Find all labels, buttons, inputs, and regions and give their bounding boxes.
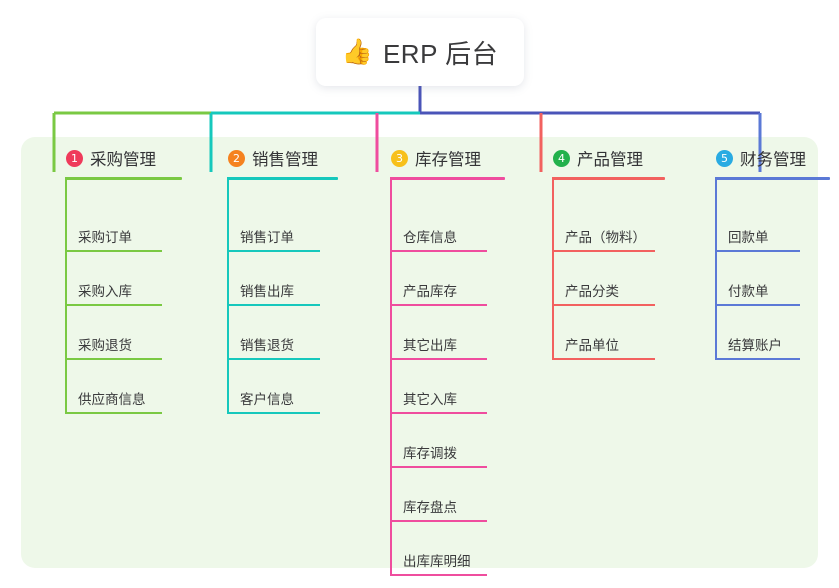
leaf-item[interactable]: 客户信息 [228,380,324,414]
leaf-label: 付款单 [728,284,769,299]
leaf-underline [716,250,800,252]
branch-underline [391,177,505,180]
leaf-underline [391,574,487,576]
branch-number-badge: 5 [716,149,733,167]
leaf-label: 客户信息 [240,392,294,407]
leaf-item[interactable]: 产品单位 [553,326,659,360]
leaf-item[interactable]: 采购退货 [66,326,166,360]
leaf-label: 库存盘点 [403,500,457,515]
branch-title: 产品管理 [577,151,643,169]
leaf-underline [391,304,487,306]
branch-header-4[interactable]: 4 产品管理 [532,145,692,171]
root-node[interactable]: 👍 ERP 后台 [316,18,524,86]
branch-underline [716,177,830,180]
branch-column-5: 5 财务管理 [695,145,839,180]
leaf-label: 产品库存 [403,284,457,299]
leaf-label: 采购订单 [78,230,132,245]
branch-header-3[interactable]: 3 库存管理 [370,145,530,171]
leaf-underline [391,412,487,414]
leaf-underline [66,358,162,360]
branch-underline [553,177,665,180]
leaf-underline [553,358,655,360]
leaf-item[interactable]: 产品分类 [553,272,659,306]
branch-column-1: 1 采购管理 [45,145,205,180]
leaf-label: 结算账户 [728,338,782,353]
leaf-label: 仓库信息 [403,230,457,245]
branch-title: 库存管理 [415,151,481,169]
leaf-label: 库存调拨 [403,446,457,461]
branch-column-2: 2 销售管理 [207,145,367,180]
branch-number-badge: 2 [228,149,245,167]
leaf-underline [66,304,162,306]
leaf-item[interactable]: 其它入库 [391,380,491,414]
branch-underline [228,177,338,180]
leaf-label: 采购退货 [78,338,132,353]
leaf-label: 采购入库 [78,284,132,299]
leaf-label: 产品（物料） [565,230,646,245]
leaf-item[interactable]: 采购订单 [66,218,166,252]
leaf-underline [391,520,487,522]
leaf-item[interactable]: 出库库明细 [391,542,491,576]
leaf-item[interactable]: 销售订单 [228,218,324,252]
branch-column-3: 3 库存管理 [370,145,530,180]
branch-header-2[interactable]: 2 销售管理 [207,145,367,171]
leaf-item[interactable]: 结算账户 [716,326,804,360]
branch-header-5[interactable]: 5 财务管理 [695,145,839,171]
branch-title: 采购管理 [90,151,156,169]
leaf-label: 销售出库 [240,284,294,299]
leaf-label: 供应商信息 [78,392,146,407]
branch-title: 财务管理 [740,151,806,169]
root-title: ERP 后台 [382,38,499,69]
leaf-label: 出库库明细 [403,554,471,569]
leaf-label: 其它入库 [403,392,457,407]
leaf-item[interactable]: 采购入库 [66,272,166,306]
branch-underline [66,177,182,180]
branch-title: 销售管理 [252,151,318,169]
leaf-underline [228,358,320,360]
leaf-underline [391,250,487,252]
leaf-underline [716,358,800,360]
leaf-item[interactable]: 销售退货 [228,326,324,360]
branches-panel [21,137,818,568]
leaf-underline [228,250,320,252]
branch-number-badge: 3 [391,149,408,167]
leaf-item[interactable]: 供应商信息 [66,380,166,414]
leaf-label: 销售退货 [240,338,294,353]
branch-number-badge: 1 [66,149,83,167]
leaf-item[interactable]: 库存调拨 [391,434,491,468]
leaf-item[interactable]: 库存盘点 [391,488,491,522]
leaf-item[interactable]: 产品库存 [391,272,491,306]
leaf-label: 回款单 [728,230,769,245]
leaf-item[interactable]: 其它出库 [391,326,491,360]
leaf-label: 产品单位 [565,338,619,353]
leaf-underline [553,250,655,252]
leaf-item[interactable]: 销售出库 [228,272,324,306]
leaf-underline [391,358,487,360]
branch-header-1[interactable]: 1 采购管理 [45,145,205,171]
branch-column-4: 4 产品管理 [532,145,692,180]
leaf-item[interactable]: 产品（物料） [553,218,659,252]
leaf-label: 其它出库 [403,338,457,353]
leaf-label: 销售订单 [240,230,294,245]
leaf-item[interactable]: 付款单 [716,272,804,306]
leaf-underline [228,304,320,306]
leaf-item[interactable]: 回款单 [716,218,804,252]
thumbs-up-icon: 👍 [341,37,373,66]
leaf-underline [66,412,162,414]
leaf-label: 产品分类 [565,284,619,299]
leaf-underline [553,304,655,306]
leaf-underline [66,250,162,252]
branch-number-badge: 4 [553,149,570,167]
leaf-underline [716,304,800,306]
leaf-underline [391,466,487,468]
leaf-underline [228,412,320,414]
leaf-item[interactable]: 仓库信息 [391,218,491,252]
